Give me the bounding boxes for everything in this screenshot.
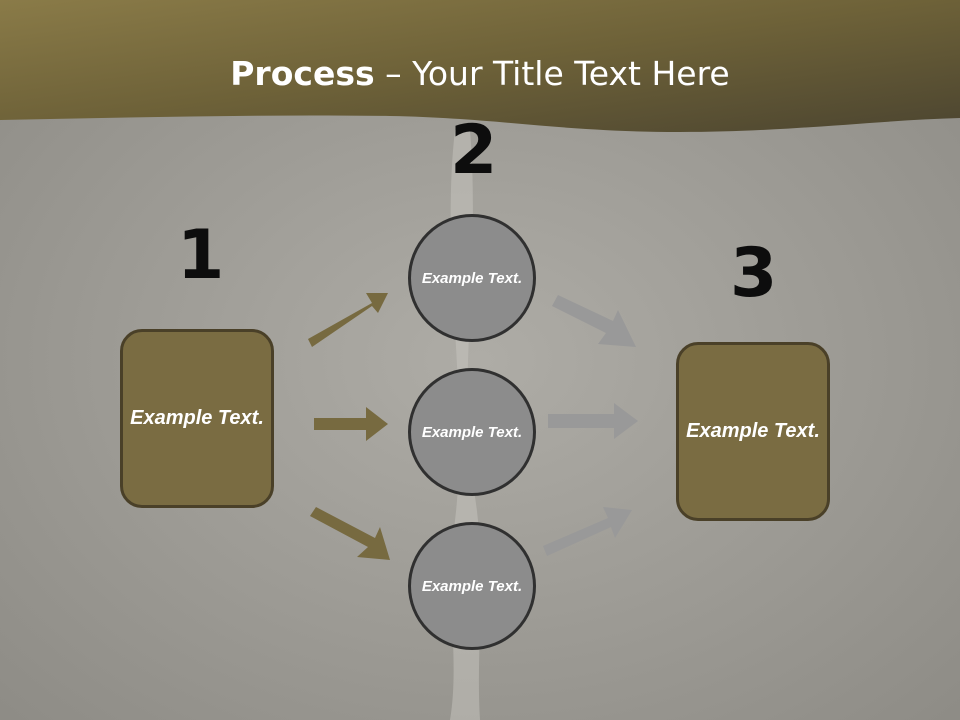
left-arrows bbox=[308, 293, 390, 560]
arrow-down-right-right-icon bbox=[552, 295, 636, 347]
step-1-box: Example Text. bbox=[120, 329, 274, 508]
arrow-right-left-icon bbox=[314, 407, 388, 441]
step-number-3: 3 bbox=[730, 234, 778, 313]
step-number-1: 1 bbox=[177, 216, 225, 295]
right-arrows bbox=[543, 295, 638, 556]
step-1-label: Example Text. bbox=[130, 407, 264, 429]
arrow-up-right-left-icon bbox=[308, 293, 388, 347]
step-2-circle-top: Example Text. bbox=[408, 214, 536, 342]
circle-bottom-label: Example Text. bbox=[421, 577, 523, 595]
step-2-circle-middle: Example Text. bbox=[408, 368, 536, 496]
circle-middle-label: Example Text. bbox=[421, 423, 523, 441]
step-number-2: 2 bbox=[450, 111, 498, 190]
arrow-up-right-right-icon bbox=[543, 507, 632, 556]
arrow-down-right-left-icon bbox=[310, 507, 390, 560]
arrow-right-right-icon bbox=[548, 403, 638, 439]
step-3-label: Example Text. bbox=[686, 420, 820, 442]
step-2-circle-bottom: Example Text. bbox=[408, 522, 536, 650]
step-3-box: Example Text. bbox=[676, 342, 830, 521]
circle-top-label: Example Text. bbox=[421, 269, 523, 287]
page-title: Process – Your Title Text Here bbox=[0, 54, 960, 93]
title-rest: – Your Title Text Here bbox=[374, 54, 730, 93]
title-bold: Process bbox=[230, 54, 375, 93]
